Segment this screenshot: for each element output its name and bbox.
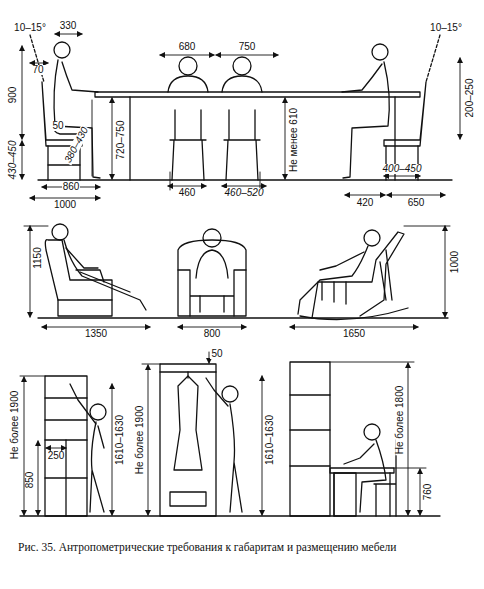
dimension-label: 720–750 <box>116 120 126 161</box>
dimension-label: 1150 <box>33 246 43 270</box>
dimension-label: Не менее 610 <box>289 107 299 173</box>
dimension-label: 200–250 <box>465 78 475 119</box>
dimension-label: 330 <box>59 21 78 31</box>
dimension-label: 400–450 <box>382 164 423 174</box>
dimension-label: 850 <box>25 471 35 490</box>
dimension-label: 1000 <box>53 200 77 210</box>
dimension-label: 860 <box>62 182 81 192</box>
dimension-label: 460–520 <box>224 188 265 198</box>
dimension-label: 1000 <box>450 250 460 274</box>
dimension-label: 1350 <box>84 329 108 339</box>
dimension-label: Не более 1900 <box>10 390 20 461</box>
dimension-label: 760 <box>423 483 433 502</box>
dimension-label: 680 <box>178 42 197 52</box>
dimension-label: Не более 1900 <box>135 405 145 476</box>
dimension-label: 650 <box>407 198 426 208</box>
dimension-label: 800 <box>203 329 222 339</box>
dimension-label: 430–450 <box>8 140 18 181</box>
dimension-label: Не более 1800 <box>395 385 405 456</box>
dimension-label: 1610–1630 <box>115 414 125 466</box>
dimension-label: 250 <box>47 451 66 461</box>
dimension-label: 10–15° <box>13 23 47 33</box>
dimension-label: 900 <box>8 86 18 105</box>
dimension-label: 1610–1630 <box>265 414 275 466</box>
dimension-label: 380–430 <box>62 125 90 166</box>
figure-caption: Рис. 35. Антропометрические требования к… <box>18 540 458 554</box>
dimension-label: 70 <box>31 65 44 75</box>
dimension-label: 460 <box>178 188 197 198</box>
dimension-label: 420 <box>356 198 375 208</box>
dimension-label: 50 <box>210 349 223 359</box>
dimension-label: 750 <box>238 42 257 52</box>
dimension-label: 50 <box>51 121 64 131</box>
dimension-label: 1650 <box>342 329 366 339</box>
dimension-label: 10–15° <box>429 23 463 33</box>
